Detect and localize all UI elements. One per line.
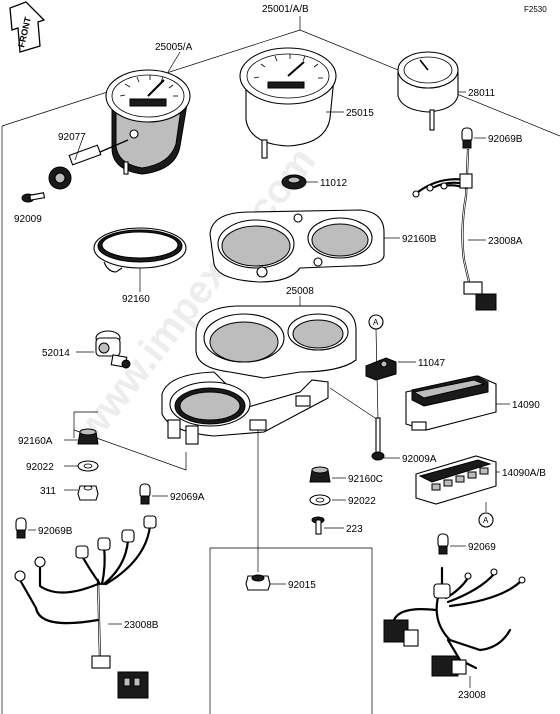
figure-ref-code: F2530 bbox=[524, 5, 547, 14]
label-nut-92015: 92015 bbox=[288, 580, 316, 591]
bulb-a[interactable] bbox=[139, 483, 151, 505]
label-grommet-top: 11012 bbox=[320, 178, 348, 189]
label-tachometer: 25005/A bbox=[155, 42, 193, 53]
harness-top[interactable] bbox=[412, 148, 497, 311]
front-direction-badge: FRONT bbox=[9, 1, 46, 53]
label-nut-311: 311 bbox=[40, 486, 56, 497]
indicator-cover[interactable] bbox=[405, 375, 497, 431]
svg-text:A: A bbox=[373, 318, 379, 327]
nut-92015[interactable] bbox=[245, 574, 271, 591]
label-ring: 92160 bbox=[122, 294, 150, 305]
washer-left[interactable] bbox=[77, 460, 99, 472]
bulb-right[interactable] bbox=[437, 533, 449, 555]
drive-gear[interactable] bbox=[48, 139, 129, 190]
bulb-b-left[interactable] bbox=[15, 517, 27, 539]
meter-case[interactable] bbox=[161, 305, 357, 445]
label-cover-damper: 92160B bbox=[402, 234, 437, 245]
damper-a[interactable] bbox=[77, 428, 99, 445]
label-indicator-cover: 14090 bbox=[512, 400, 540, 411]
screw-a[interactable] bbox=[371, 417, 385, 461]
label-temperature-gauge: 28011 bbox=[468, 88, 496, 99]
label-damper-c: 92160C bbox=[348, 474, 383, 485]
label-meter-case: 25008 bbox=[286, 286, 314, 297]
label-bulb-b-left: 92069B bbox=[38, 526, 73, 537]
label-washer-left: 92022 bbox=[26, 462, 54, 473]
bracket[interactable] bbox=[365, 357, 397, 381]
label-assembly: 25001/A/B bbox=[262, 4, 309, 15]
indicator-base[interactable] bbox=[415, 455, 497, 505]
label-harness-right: 23008 bbox=[458, 690, 486, 701]
label-speedometer: 25015 bbox=[346, 108, 374, 119]
label-screw-223: 223 bbox=[346, 524, 363, 535]
washer-right[interactable] bbox=[309, 494, 331, 506]
cover-damper-plate[interactable] bbox=[209, 209, 385, 283]
damper-c[interactable] bbox=[309, 466, 331, 483]
ring[interactable] bbox=[93, 227, 187, 273]
label-bulb-right: 92069 bbox=[468, 542, 496, 553]
assembly-outline bbox=[1, 16, 560, 714]
grommet-top[interactable] bbox=[281, 174, 307, 190]
harness-b[interactable] bbox=[14, 515, 157, 699]
harness-right[interactable] bbox=[383, 566, 526, 677]
label-indicator-base: 14090A/B bbox=[502, 468, 546, 479]
label-damper-a: 92160A bbox=[18, 436, 53, 447]
label-drive-gear: 92077 bbox=[58, 132, 86, 143]
label-gear-housing: 52014 bbox=[42, 348, 70, 359]
callout-a-bottom: A bbox=[478, 502, 494, 528]
speedometer[interactable] bbox=[239, 47, 337, 159]
nut-311[interactable] bbox=[77, 485, 99, 501]
label-harness-top: 23008A bbox=[488, 236, 523, 247]
label-harness-b: 23008B bbox=[124, 620, 159, 631]
label-bulb-top: 92069B bbox=[488, 134, 523, 145]
label-washer-right: 92022 bbox=[348, 496, 376, 507]
label-screw-left: 92009 bbox=[14, 214, 42, 225]
label-screw-a: 92009A bbox=[402, 454, 437, 465]
screw-223[interactable] bbox=[311, 516, 325, 535]
bulb-top[interactable] bbox=[461, 127, 473, 149]
svg-text:A: A bbox=[483, 516, 489, 525]
label-bulb-a: 92069A bbox=[170, 492, 205, 503]
tachometer[interactable] bbox=[105, 69, 191, 175]
gear-housing[interactable] bbox=[95, 330, 131, 369]
screw-left[interactable] bbox=[21, 192, 46, 203]
temperature-gauge[interactable] bbox=[397, 51, 459, 131]
label-bracket: 11047 bbox=[418, 358, 446, 369]
